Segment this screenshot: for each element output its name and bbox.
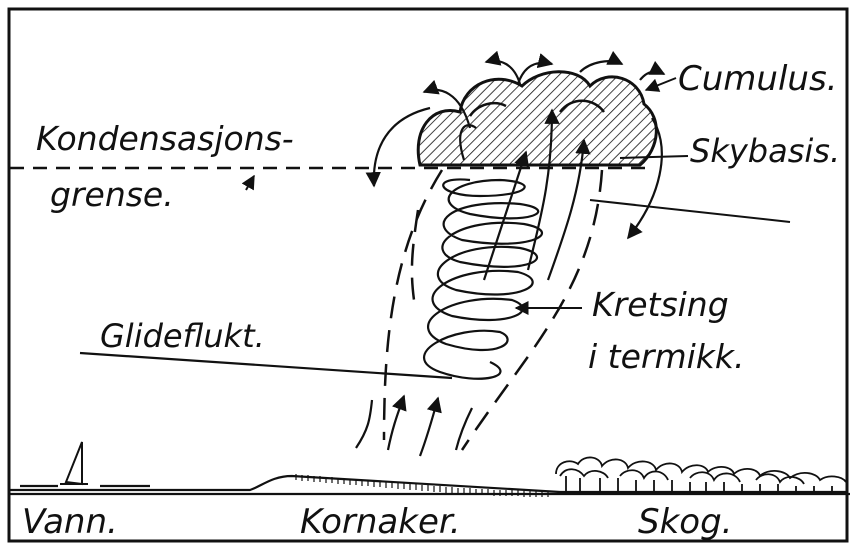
label-i-termikk: i termikk. (588, 340, 745, 373)
forest-trees-icon (556, 457, 846, 492)
sailboat-icon (60, 442, 88, 484)
thermal-column (384, 170, 602, 450)
label-skybasis: Skybasis. (690, 135, 840, 167)
glide-path-line (80, 353, 452, 378)
cloud-base-pointer (590, 200, 790, 222)
label-vann: Vann. (22, 505, 118, 539)
label-kornaker: Kornaker. (300, 505, 461, 539)
label-skog: Skog. (638, 505, 732, 539)
label-kretsing: Kretsing (592, 288, 729, 321)
label-cumulus: Cumulus. (678, 62, 837, 96)
circling-spiral (424, 179, 542, 378)
cumulus-cloud-icon (418, 72, 656, 165)
cumulus-pointer (646, 78, 676, 90)
label-kondensasjonsgrense-1: Kondensasjons- (36, 122, 294, 155)
ground-rising-arrows (356, 396, 472, 456)
kondens-pointer (246, 176, 254, 190)
label-kondensasjonsgrense-2: grense. (50, 178, 174, 211)
label-glideflukt: Glideflukt. (100, 320, 265, 352)
